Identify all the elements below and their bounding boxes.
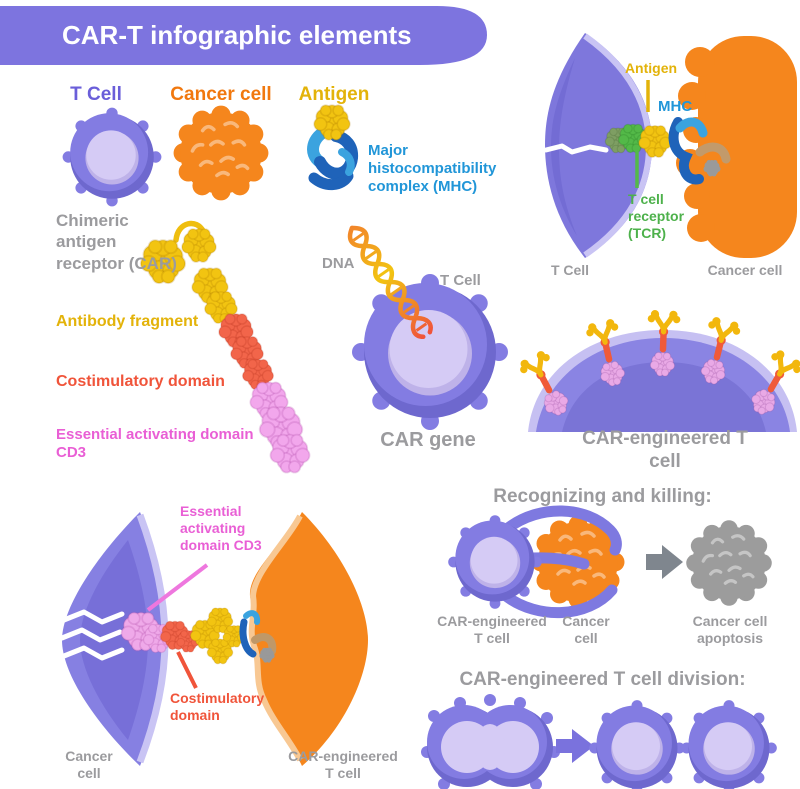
- car-binding-panel-art: [59, 512, 368, 766]
- binding-cd3-label: Essential activating domain CD3: [180, 503, 262, 553]
- legend-tcell-label: T Cell: [70, 84, 122, 105]
- gene-tcell-label: T Cell: [440, 272, 481, 289]
- tcr-binding-panel-art: [543, 33, 797, 258]
- panel-tcr-label: T cell receptor (TCR): [628, 191, 685, 241]
- car-cd3-label: Essential activating domain CD3: [56, 426, 254, 461]
- dna-icon: [347, 225, 433, 340]
- car-title: Chimeric antigen receptor (CAR): [56, 211, 177, 273]
- car-molecule-art: [139, 220, 311, 474]
- division-title: CAR-engineered T cell division:: [459, 669, 746, 690]
- cancer-cell-legend-icon: [171, 103, 271, 203]
- antigen-mhc-icon: [307, 104, 359, 190]
- page-title: CAR-T infographic elements: [62, 20, 412, 50]
- killing-title: Recognizing and killing:: [493, 486, 712, 507]
- panel-tcell-label: T Cell: [550, 262, 590, 278]
- car-gene-art: [347, 225, 508, 430]
- engineered-caption: CAR-engineered T cell: [582, 428, 748, 472]
- car-engineered-tcell-art: [516, 310, 800, 432]
- legend-mhc-label: Major histocompatibility complex (MHC): [368, 142, 497, 195]
- legend-cancer-cell-label: Cancer cell: [170, 84, 272, 105]
- legend-antigen-label: Antigen: [298, 84, 370, 105]
- killing-apoptosis-label: Cancer cell apoptosis: [692, 613, 768, 646]
- killing-cart-label: CAR-engineered T cell: [437, 613, 547, 646]
- binding-cancer-cell-label: Cancer cell: [65, 748, 113, 781]
- panel-antigen-label: Antigen: [624, 60, 678, 76]
- binding-costim-label: Costimulatory domain: [170, 690, 265, 723]
- arrow-right-icon: [646, 545, 683, 579]
- car-antibody-label: Antibody fragment: [56, 313, 199, 330]
- tcell-legend-icon: [62, 107, 162, 207]
- car-costim-label: Costimulatory domain: [56, 373, 225, 390]
- panel-mhc-label: MHC: [658, 98, 693, 115]
- division-art: [421, 694, 777, 789]
- arrow-right-icon: [556, 729, 594, 763]
- gene-caption: CAR gene: [380, 429, 476, 451]
- killing-cancer-label: Cancer cell: [562, 613, 610, 646]
- killing-art: [448, 505, 774, 618]
- panel-cancer-cell-label: Cancer cell: [707, 262, 783, 278]
- binding-cart-label: CAR-engineered T cell: [288, 748, 398, 781]
- title-banner: [0, 6, 487, 65]
- gene-dna-label: DNA: [322, 255, 355, 272]
